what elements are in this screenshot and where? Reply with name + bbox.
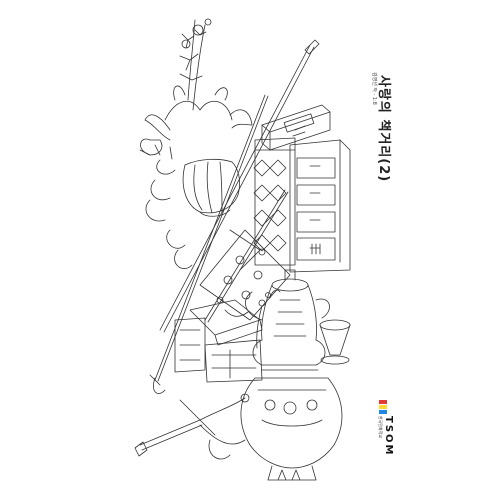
folded-book bbox=[189, 299, 263, 346]
ribbed-vase bbox=[182, 158, 240, 217]
brand-logo bbox=[375, 400, 405, 490]
kettle bbox=[245, 269, 330, 366]
flower-sprigs bbox=[179, 18, 212, 111]
brand-subtitle: 한국민화학교 bbox=[378, 416, 383, 439]
long-brushes bbox=[149, 39, 320, 394]
chest-of-drawers bbox=[289, 139, 351, 273]
brand-color-bars-icon bbox=[379, 400, 387, 414]
leafy-plant bbox=[139, 85, 253, 269]
floral-spray bbox=[256, 289, 281, 349]
ornate-vase bbox=[240, 369, 343, 481]
small-box bbox=[174, 317, 263, 383]
small-cup bbox=[319, 319, 351, 365]
scroll-boxes bbox=[261, 104, 331, 151]
artist-credit: 김영선 작 · 1:8 bbox=[371, 72, 377, 105]
page-title: 사랑의 책거리(2) bbox=[376, 75, 391, 183]
brand-name: TSOM bbox=[383, 416, 394, 457]
patterned-cabinet bbox=[253, 137, 296, 266]
whisk-tool bbox=[134, 393, 250, 460]
